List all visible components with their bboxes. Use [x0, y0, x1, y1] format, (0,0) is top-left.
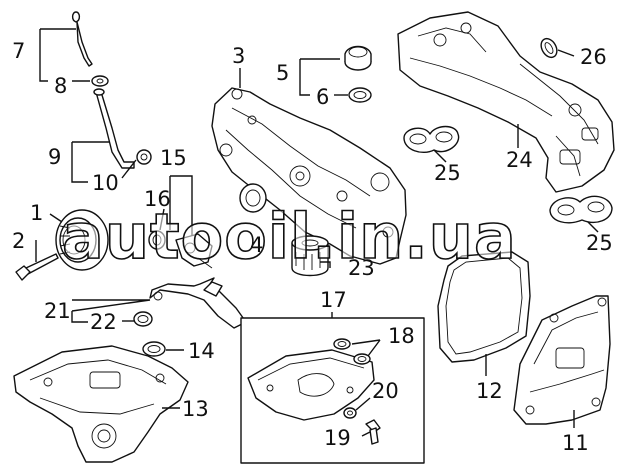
callout-8: 8 — [54, 74, 67, 98]
callout-22: 22 — [90, 310, 117, 334]
part-17-lower-oil-pan — [247, 349, 375, 421]
part-24-intake-manifold — [397, 11, 615, 193]
part-5-filler-cap — [344, 45, 372, 71]
callout-17: 17 — [320, 288, 347, 312]
part-1-crank-pulley — [55, 209, 109, 271]
part-8-o-ring — [91, 75, 109, 87]
callout-3: 3 — [232, 44, 245, 68]
part-18-o-ring-upper — [333, 338, 351, 350]
callout-21: 21 — [44, 299, 71, 323]
callout-11: 11 — [562, 431, 589, 455]
callout-5: 5 — [276, 61, 289, 85]
part-12-pan-gasket — [437, 251, 531, 363]
callout-24: 24 — [506, 148, 533, 172]
part-10-seal — [136, 149, 152, 165]
part-7-dipstick-handle — [71, 11, 93, 67]
callout-25-right: 25 — [586, 231, 613, 255]
callout-6: 6 — [316, 85, 329, 109]
callout-26: 26 — [580, 45, 607, 69]
callout-1: 1 — [30, 201, 43, 225]
part-20-drain-washer — [343, 407, 357, 419]
callout-10: 10 — [92, 171, 119, 195]
part-14-gasket — [142, 341, 166, 357]
part-26-manifold-seal — [540, 37, 558, 59]
part-16-o-ring — [148, 230, 166, 250]
part-2-pulley-bolt — [15, 253, 59, 281]
part-6-cap-gasket — [348, 87, 372, 103]
part-25-intake-gasket-left — [403, 125, 460, 154]
part-25-intake-gasket-right — [549, 195, 613, 224]
callout-25-left: 25 — [434, 161, 461, 185]
callout-16: 16 — [144, 187, 171, 211]
part-11-side-cover — [513, 295, 611, 425]
part-4-crank-seal — [239, 183, 267, 213]
watermark-text: autooil.in.ua — [62, 200, 517, 273]
part-9-dipstick-tube — [93, 88, 135, 169]
callout-23: 23 — [348, 256, 375, 280]
part-3-timing-cover — [211, 87, 407, 265]
part-19-drain-plug — [365, 419, 381, 445]
part-21-oil-pipe — [149, 277, 247, 329]
callout-20: 20 — [372, 379, 399, 403]
part-13-upper-oil-pan — [13, 345, 189, 463]
callout-14: 14 — [188, 339, 215, 363]
callout-19: 19 — [324, 426, 351, 450]
callout-4: 4 — [250, 233, 263, 257]
part-15-fitting — [175, 233, 213, 269]
part-23-oil-filter — [291, 235, 329, 277]
leader-lines — [35, 28, 599, 437]
callout-7: 7 — [12, 39, 25, 63]
part-22-o-ring — [133, 311, 153, 327]
callout-12: 12 — [476, 379, 503, 403]
callout-9: 9 — [48, 145, 61, 169]
callout-13: 13 — [182, 397, 209, 421]
part-18-o-ring-lower — [353, 353, 371, 365]
callout-labels: 7 8 9 10 3 5 6 26 24 25 25 1 2 16 15 4 2… — [12, 39, 613, 455]
callout-2: 2 — [12, 229, 25, 253]
callout-18: 18 — [388, 324, 415, 348]
callout-15: 15 — [160, 146, 187, 170]
